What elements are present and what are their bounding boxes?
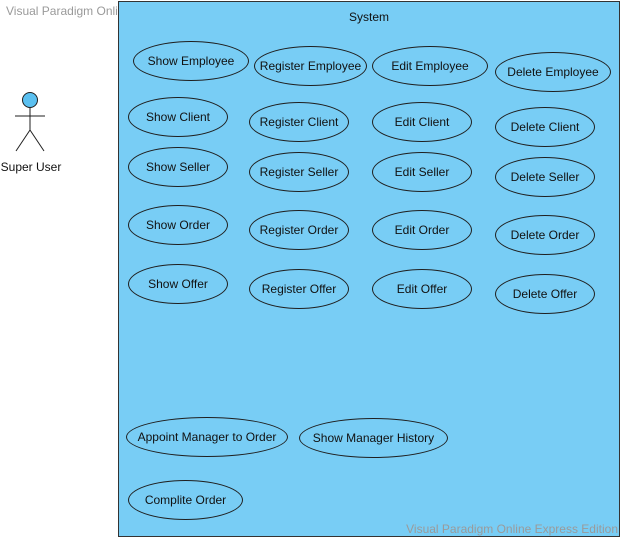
usecase-edit-order[interactable]: Edit Order: [372, 210, 472, 250]
usecase-edit-employee[interactable]: Edit Employee: [372, 46, 488, 86]
system-title: System: [348, 10, 389, 24]
usecase-register-offer[interactable]: Register Offer: [249, 269, 349, 309]
usecase-show-seller[interactable]: Show Seller: [128, 147, 228, 187]
usecase-delete-employee[interactable]: Delete Employee: [495, 52, 611, 92]
usecase-delete-offer[interactable]: Delete Offer: [495, 274, 595, 314]
usecase-edit-client[interactable]: Edit Client: [372, 102, 472, 142]
usecase-show-order[interactable]: Show Order: [128, 205, 228, 245]
actor-super-user[interactable]: Super User: [0, 90, 62, 180]
usecase-register-employee[interactable]: Register Employee: [254, 46, 367, 86]
usecase-appoint-manager-to-order[interactable]: Appoint Manager to Order: [126, 417, 288, 457]
usecase-edit-seller[interactable]: Edit Seller: [372, 152, 472, 192]
watermark-bottom: Visual Paradigm Online Express Edition: [406, 522, 618, 536]
usecase-edit-offer[interactable]: Edit Offer: [372, 269, 472, 309]
actor-icon: [15, 92, 45, 152]
usecase-register-client[interactable]: Register Client: [249, 102, 349, 142]
usecase-delete-order[interactable]: Delete Order: [495, 215, 595, 255]
usecase-complete-order[interactable]: Complite Order: [128, 480, 243, 520]
usecase-show-manager-history[interactable]: Show Manager History: [299, 418, 448, 458]
usecase-delete-client[interactable]: Delete Client: [495, 107, 595, 147]
usecase-register-order[interactable]: Register Order: [249, 210, 349, 250]
usecase-show-client[interactable]: Show Client: [128, 97, 228, 137]
usecase-show-offer[interactable]: Show Offer: [128, 264, 228, 304]
usecase-delete-seller[interactable]: Delete Seller: [495, 157, 595, 197]
actor-label: Super User: [0, 160, 62, 174]
usecase-register-seller[interactable]: Register Seller: [249, 152, 349, 192]
usecase-show-employee[interactable]: Show Employee: [133, 41, 249, 81]
